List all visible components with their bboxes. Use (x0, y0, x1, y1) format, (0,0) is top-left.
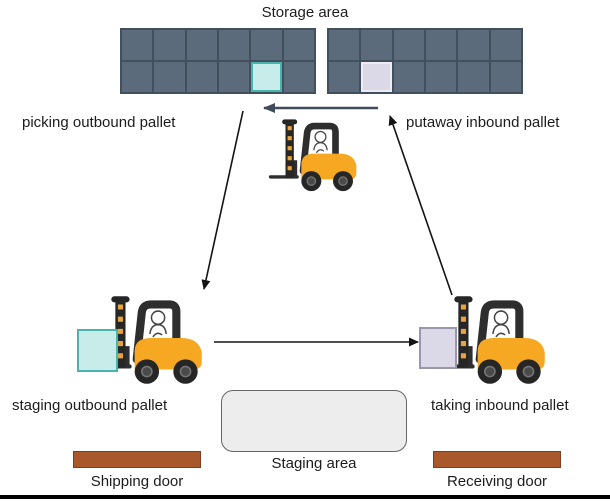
storage-cell (122, 62, 153, 92)
storage-cell (186, 30, 217, 60)
storage-cell (393, 62, 424, 92)
storage-cell (154, 30, 185, 60)
storage-rack-right (327, 28, 523, 94)
storage-cell (458, 62, 489, 92)
arrow-taking-to-putaway (388, 115, 453, 296)
shipping-door-bar (73, 451, 201, 468)
storage-cell (283, 30, 314, 60)
storage-cell (361, 30, 392, 60)
taking-inbound-label: taking inbound pallet (431, 397, 569, 414)
staging-area-box (221, 390, 407, 452)
storage-cell (329, 62, 360, 92)
storage-cell (490, 30, 521, 60)
storage-rack-left (120, 28, 316, 94)
storage-cell (186, 62, 217, 92)
forklift-icon (268, 114, 368, 194)
storage-cell (490, 62, 521, 92)
putaway-inbound-label: putaway inbound pallet (406, 114, 560, 131)
storage-cell-inbound-highlight (361, 62, 392, 92)
outbound-pallet-box (77, 329, 118, 372)
shipping-door-label: Shipping door (90, 473, 184, 490)
picking-outbound-label: picking outbound pallet (22, 114, 176, 131)
storage-cell (122, 30, 153, 60)
receiving-door-bar (433, 451, 561, 468)
staging-area-label: Staging area (271, 455, 357, 472)
storage-cell (426, 30, 457, 60)
inbound-pallet-box (419, 327, 457, 369)
receiving-door-label: Receiving door (446, 473, 548, 490)
arrow-storage-to-staging (201, 110, 244, 290)
storage-cell (219, 30, 250, 60)
storage-cell (154, 62, 185, 92)
storage-cell (393, 30, 424, 60)
storage-cell-outbound-highlight (251, 62, 282, 92)
storage-cell (251, 30, 282, 60)
storage-cell (219, 62, 250, 92)
storage-cell (458, 30, 489, 60)
storage-cell (329, 30, 360, 60)
bottom-border-line (0, 495, 610, 499)
storage-cell (426, 62, 457, 92)
storage-cell (283, 62, 314, 92)
storage-area-title: Storage area (261, 4, 349, 21)
staging-outbound-label: staging outbound pallet (12, 397, 168, 414)
